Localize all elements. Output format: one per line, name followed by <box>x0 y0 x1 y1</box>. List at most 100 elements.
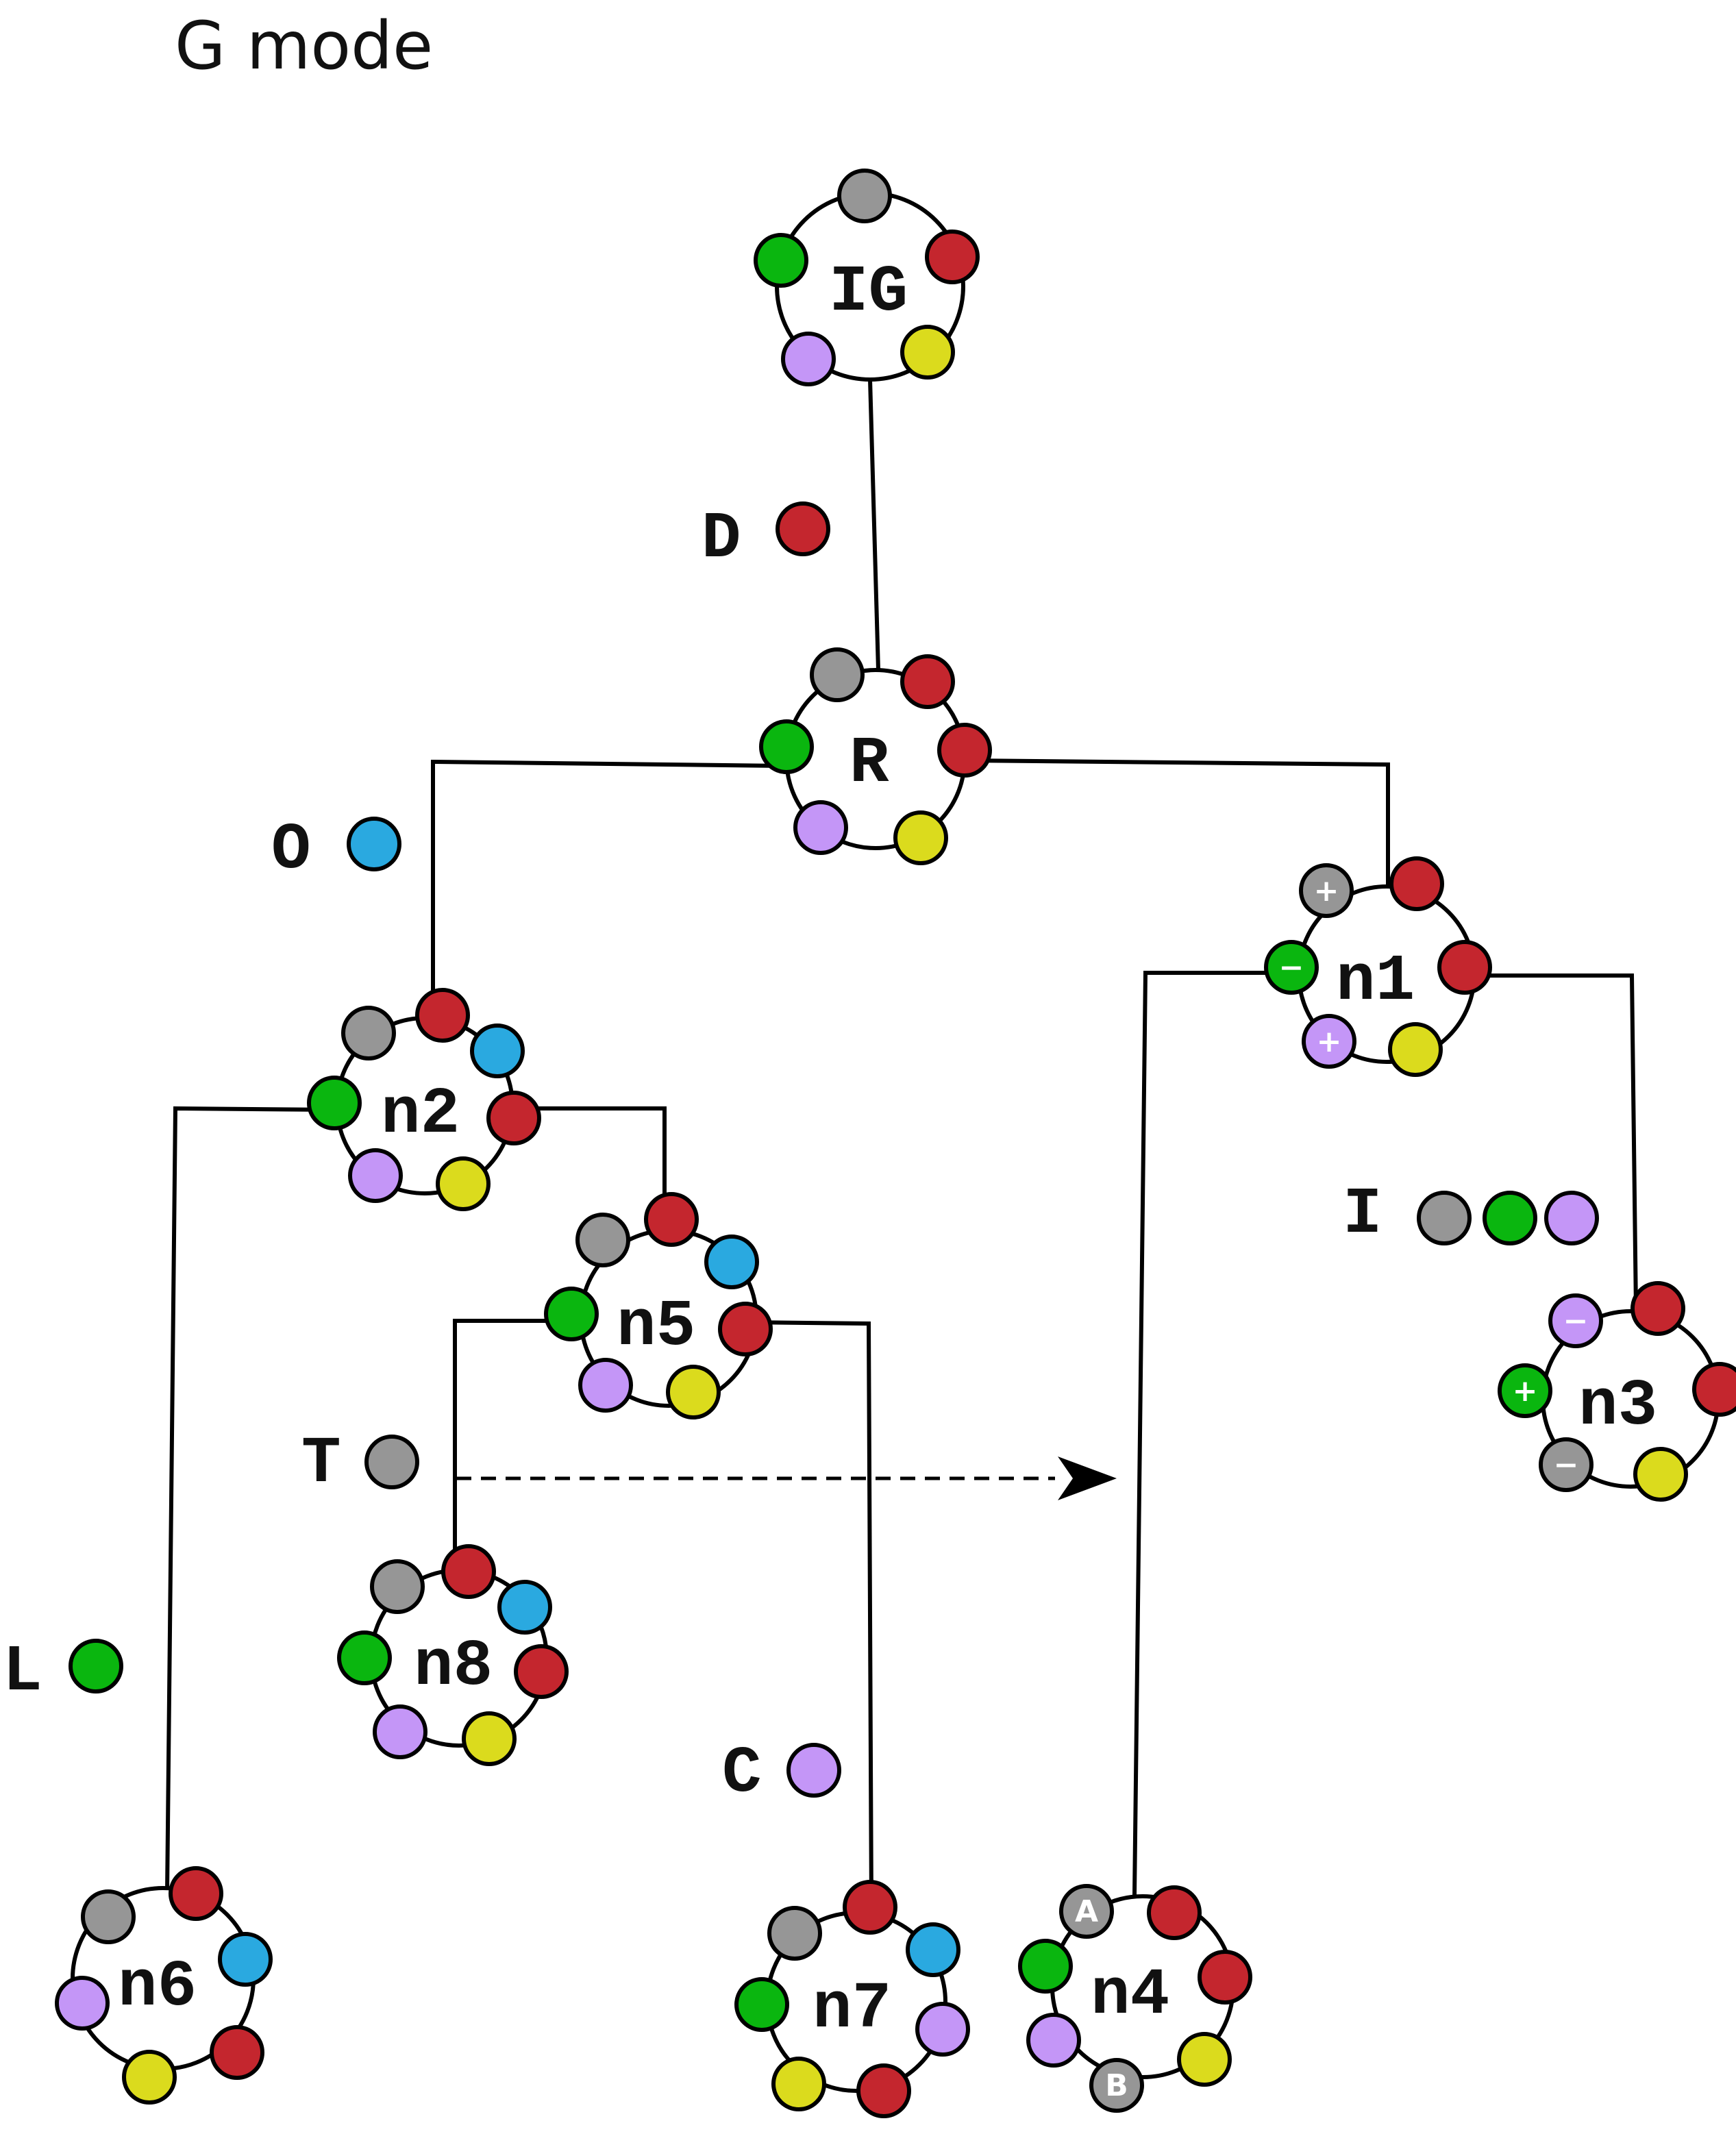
state-dot-gray <box>837 169 892 223</box>
node-label: n8 <box>414 1629 493 1704</box>
state-dot-red <box>441 1544 496 1599</box>
node-n3: −−+n3 <box>1498 1281 1736 1502</box>
state-dot-purple <box>348 1148 403 1203</box>
edge-R-n1 <box>964 758 1390 888</box>
state-dot-red <box>514 1644 569 1699</box>
state-dot-blue <box>218 1932 273 1987</box>
event-label: I <box>1343 1177 1382 1252</box>
state-dot-gray <box>1299 863 1354 918</box>
event-dot-gray <box>1417 1191 1472 1245</box>
node-n2: n2 <box>307 988 541 1211</box>
state-dot-green <box>544 1287 599 1341</box>
event-dot-green <box>1483 1191 1537 1245</box>
state-dot-purple <box>1302 1014 1356 1069</box>
event-T: T <box>301 1426 419 1501</box>
events-layer: D O I T L C <box>3 501 1599 1811</box>
state-dot-purple <box>1548 1293 1603 1348</box>
node-n5: n5 <box>544 1192 773 1419</box>
state-dot-gray <box>81 1889 136 1944</box>
state-dot-yellow <box>1633 1447 1688 1502</box>
state-dot-red <box>169 1866 223 1921</box>
state-dot-blue <box>906 1922 960 1977</box>
edge-n1-n4 <box>1132 971 1291 1896</box>
node-label: n2 <box>381 1077 460 1152</box>
state-dot-purple <box>793 800 848 855</box>
node-label: n3 <box>1578 1369 1657 1443</box>
edge-IG-R <box>868 379 880 671</box>
state-dot-gray <box>370 1559 425 1614</box>
node-IG: IG <box>754 169 980 386</box>
state-dot-red <box>937 723 992 778</box>
state-dot-red <box>1147 1885 1202 1940</box>
state-dot-gray <box>1059 1884 1114 1939</box>
state-badge: − <box>1563 1304 1589 1339</box>
state-dot-green <box>337 1630 392 1685</box>
state-dot-green <box>307 1076 362 1130</box>
node-n1: ++−n1 <box>1264 856 1492 1077</box>
state-dot-green <box>754 233 808 288</box>
node-n6: n6 <box>55 1866 273 2105</box>
edge-n2-n5 <box>514 1106 667 1219</box>
state-dot-red <box>1389 856 1444 911</box>
node-n8: n8 <box>337 1544 569 1766</box>
node-label: n6 <box>118 1950 197 2024</box>
node-n7: n7 <box>734 1880 970 2118</box>
state-dot-red <box>1198 1950 1252 2005</box>
arrowhead-icon <box>1058 1456 1117 1500</box>
node-R: R <box>759 647 992 865</box>
state-dot-yellow <box>771 2057 826 2111</box>
event-dot-red <box>776 501 830 556</box>
node-label: n4 <box>1091 1958 1169 2033</box>
state-dot-green <box>1018 1939 1073 1994</box>
event-label: O <box>271 812 311 887</box>
state-badge: + <box>1317 1024 1342 1059</box>
event-D: D <box>702 501 830 576</box>
state-dot-yellow <box>893 810 948 865</box>
state-badge: + <box>1314 873 1339 908</box>
state-dot-yellow <box>436 1156 491 1211</box>
state-badge: B <box>1105 2068 1128 2103</box>
state-dot-red <box>1437 940 1492 995</box>
event-label: T <box>301 1426 341 1501</box>
state-dot-green <box>1498 1363 1552 1418</box>
state-dot-red <box>415 988 470 1043</box>
state-dot-purple <box>1026 2013 1081 2068</box>
event-dot-blue <box>347 817 401 871</box>
event-label: C <box>722 1736 762 1811</box>
event-label: L <box>3 1635 42 1709</box>
event-dot-gray <box>364 1435 419 1489</box>
state-badge: − <box>1554 1448 1579 1482</box>
state-dot-green <box>734 1977 789 2032</box>
state-badge: − <box>1279 950 1304 985</box>
node-label: IG <box>829 255 908 330</box>
node-label: n5 <box>617 1289 695 1364</box>
state-badge: + <box>1513 1374 1538 1409</box>
diagram-title: G mode <box>175 8 433 84</box>
state-dot-yellow <box>666 1365 721 1419</box>
state-dot-gray <box>1539 1437 1594 1492</box>
event-L: L <box>3 1635 123 1709</box>
state-dot-green <box>759 719 814 774</box>
state-dot-gray <box>767 1906 822 1961</box>
state-dot-gray <box>575 1213 630 1267</box>
state-dot-purple <box>578 1358 633 1413</box>
edge-n5-n7 <box>745 1320 873 1908</box>
state-dot-yellow <box>1388 1022 1443 1077</box>
edge-n2-n6 <box>165 1106 335 1893</box>
state-dot-purple <box>781 332 836 386</box>
edge-R-n2 <box>431 759 787 1015</box>
edge-n5-n8 <box>453 1319 571 1572</box>
state-dot-red <box>925 229 980 284</box>
event-dot-purple <box>1544 1191 1599 1245</box>
state-dot-gray <box>1089 2058 1144 2113</box>
state-dot-blue <box>704 1235 759 1289</box>
state-dot-red <box>1630 1281 1685 1336</box>
state-dot-red <box>644 1192 699 1247</box>
state-dot-red <box>856 2063 911 2118</box>
node-label: R <box>850 726 889 801</box>
state-dot-green <box>1264 940 1319 995</box>
event-label: D <box>702 501 741 576</box>
